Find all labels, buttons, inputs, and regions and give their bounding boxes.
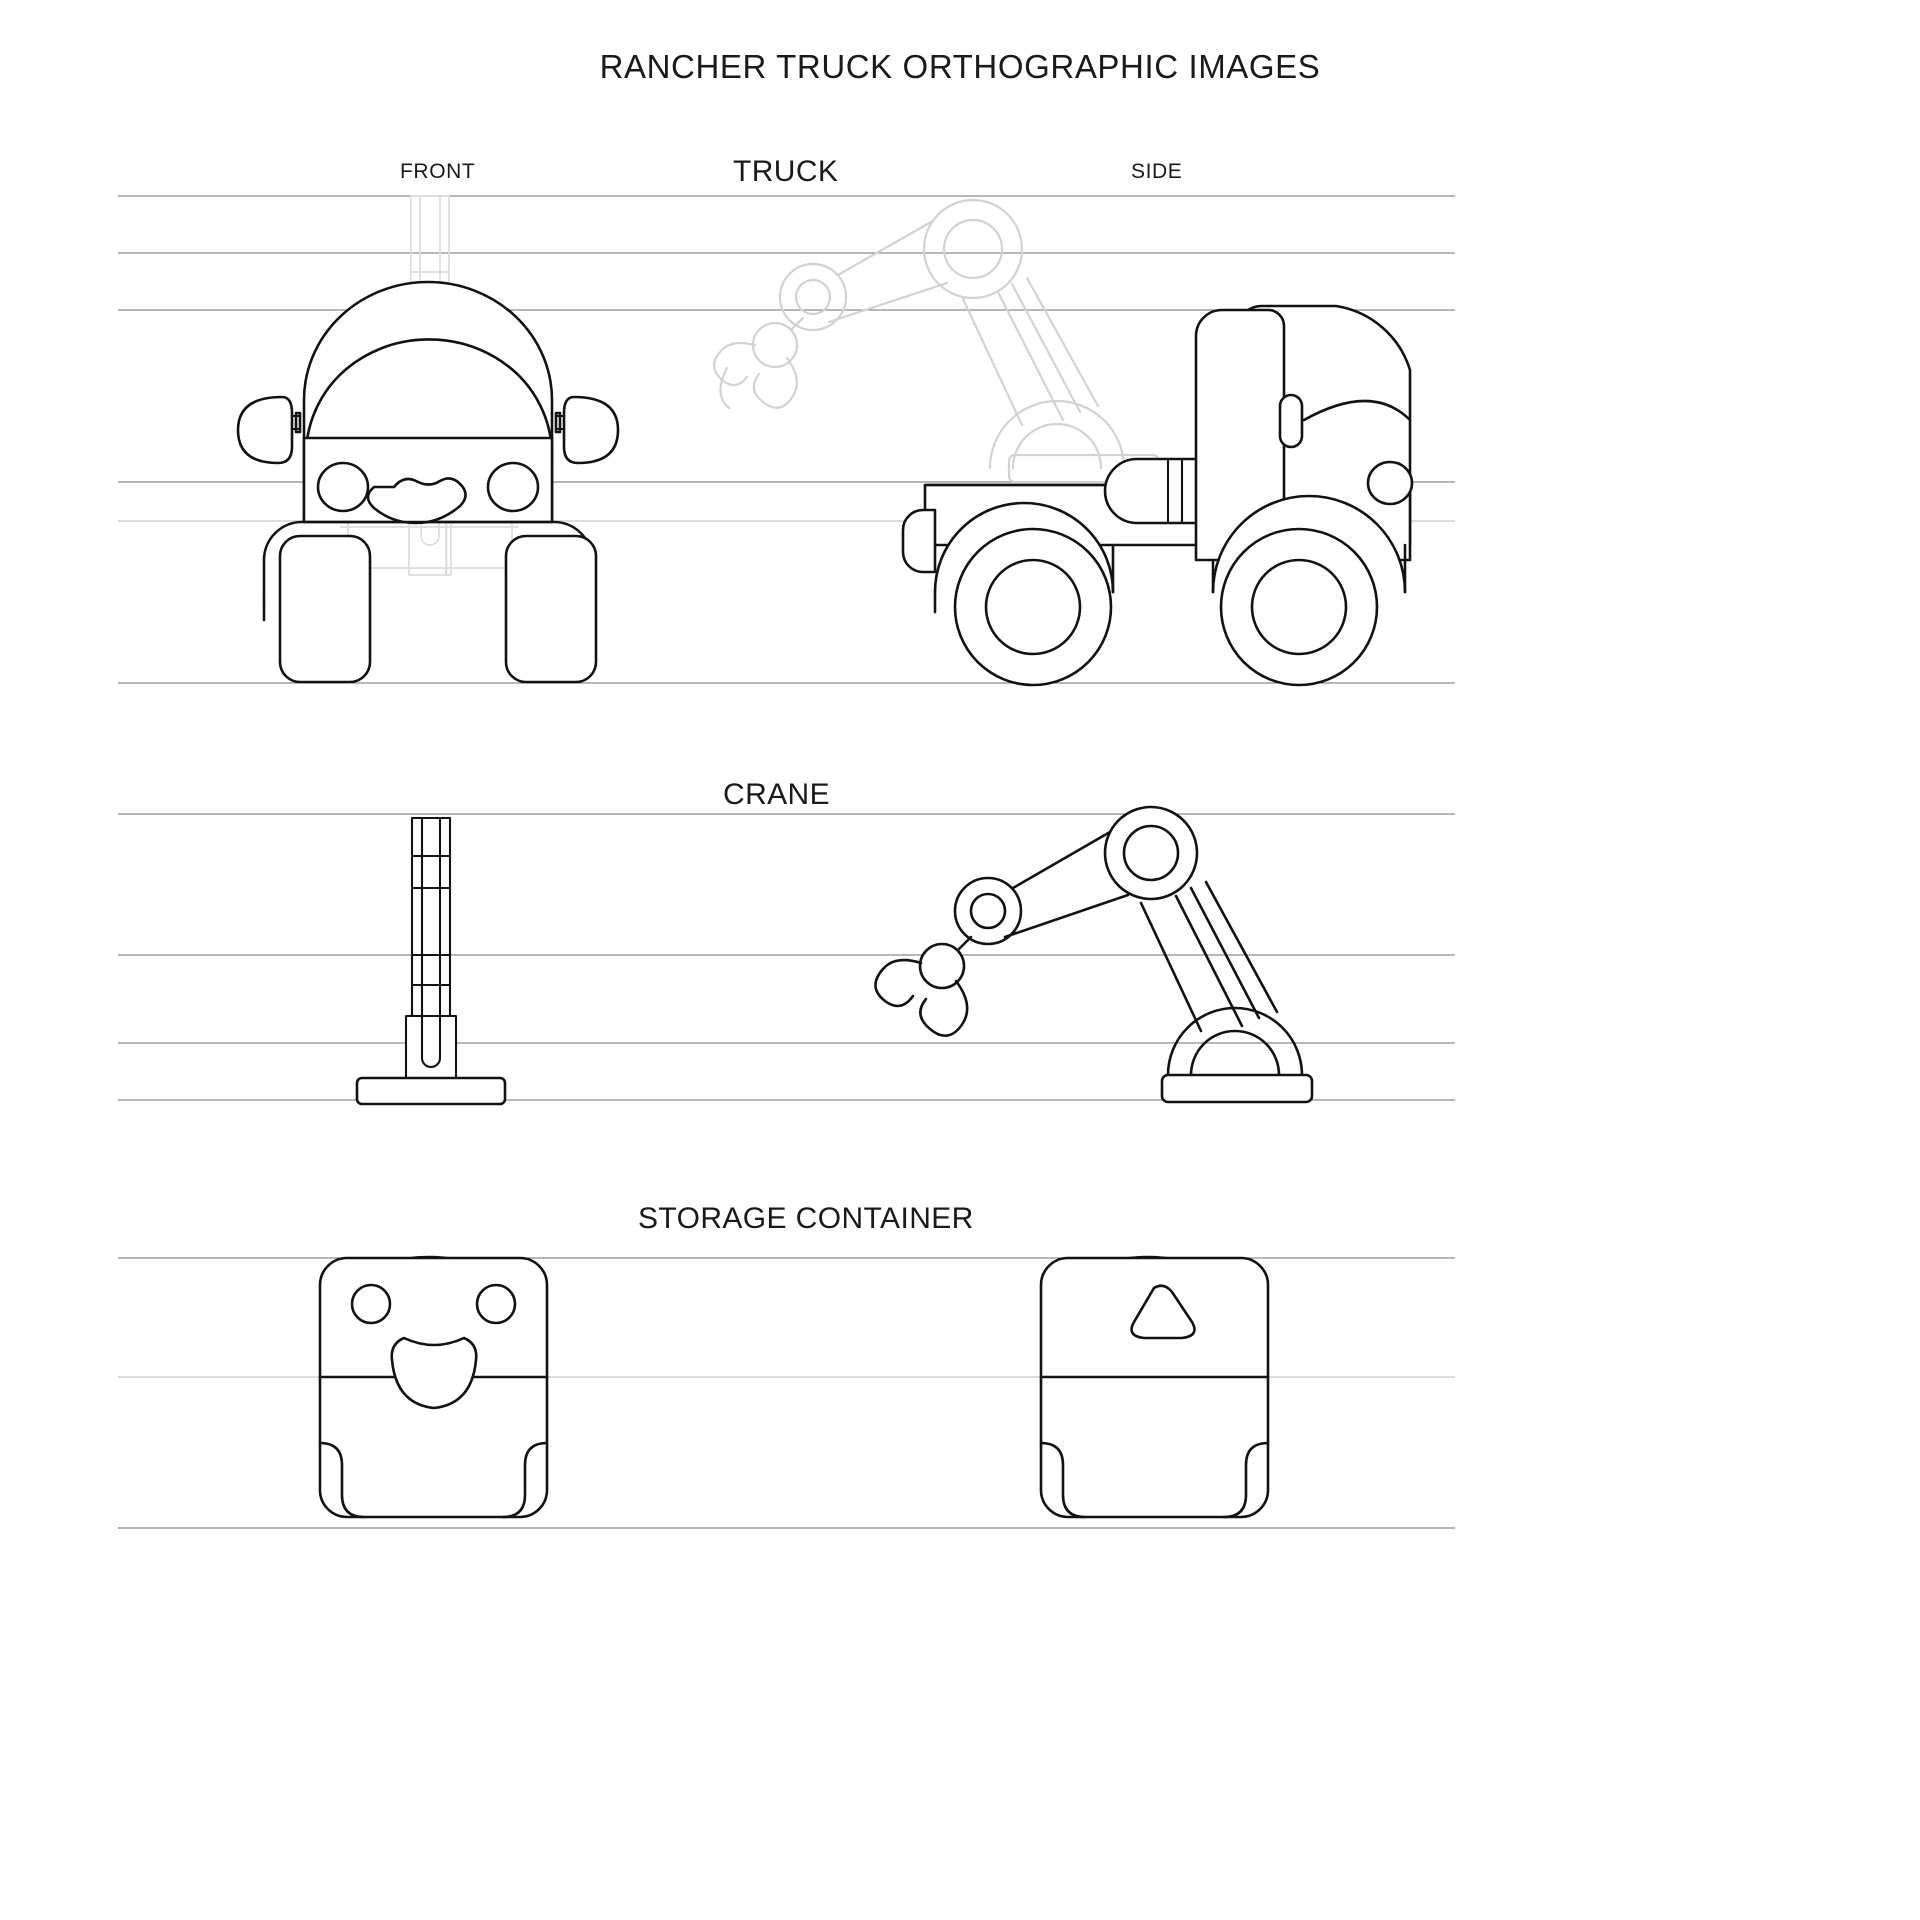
crane-mid-joint <box>953 876 1023 946</box>
headlight-side <box>1366 460 1414 506</box>
view-label-side: SIDE <box>1131 160 1183 183</box>
container-side-view <box>1039 1255 1270 1519</box>
gripper-claw-left <box>874 958 923 1008</box>
truck-front-view <box>236 195 620 684</box>
wheel-front-right <box>504 534 598 684</box>
container-mouth <box>390 1336 478 1410</box>
wheel-rear-side <box>953 527 1113 687</box>
crane-wrist-joint <box>918 942 966 990</box>
wheel-front-side <box>1219 527 1379 687</box>
crane-pedestal-arch <box>1166 1006 1304 1077</box>
view-label-front: FRONT <box>400 160 476 183</box>
section-label-storage-container: STORAGE CONTAINER <box>638 1202 974 1235</box>
container-front-view <box>318 1255 549 1519</box>
crane-front-view <box>355 816 507 1106</box>
headlight-eye-right <box>486 461 540 513</box>
cab-rear-panel <box>1194 308 1286 562</box>
crane-upper-joint <box>1103 805 1199 901</box>
section-label-truck: TRUCK <box>733 155 839 188</box>
rear-bumper <box>901 508 937 574</box>
container-body-right <box>1039 1256 1270 1519</box>
headlight-eye-left <box>316 461 370 513</box>
door-handle <box>1278 393 1304 449</box>
container-foot-right-side <box>1222 1441 1270 1519</box>
section-label-crane: CRANE <box>723 778 831 811</box>
container-eye-right <box>475 1283 517 1325</box>
crane-base-front <box>355 1076 507 1106</box>
mirror-left <box>236 395 302 465</box>
gripper-claw-right <box>919 979 969 1037</box>
container-foot-right <box>501 1441 549 1519</box>
container-vent-triangle <box>1130 1284 1196 1340</box>
crane-arm-ghost-side <box>712 198 1161 484</box>
mirror-right <box>554 395 620 465</box>
page-title: RANCHER TRUCK ORTHOGRAPHIC IMAGES <box>599 48 1321 85</box>
crane-guide-lines <box>118 813 1455 1101</box>
crane-base-side <box>1160 1073 1314 1104</box>
grille-mouth <box>366 477 467 525</box>
truck-side-view <box>712 198 1414 687</box>
container-eye-left <box>350 1283 392 1325</box>
container-foot-left <box>318 1441 366 1519</box>
container-foot-left-side <box>1039 1441 1087 1519</box>
crane-side-view <box>874 805 1314 1104</box>
windshield-curve <box>1302 399 1412 422</box>
wheel-front-left <box>278 534 372 684</box>
